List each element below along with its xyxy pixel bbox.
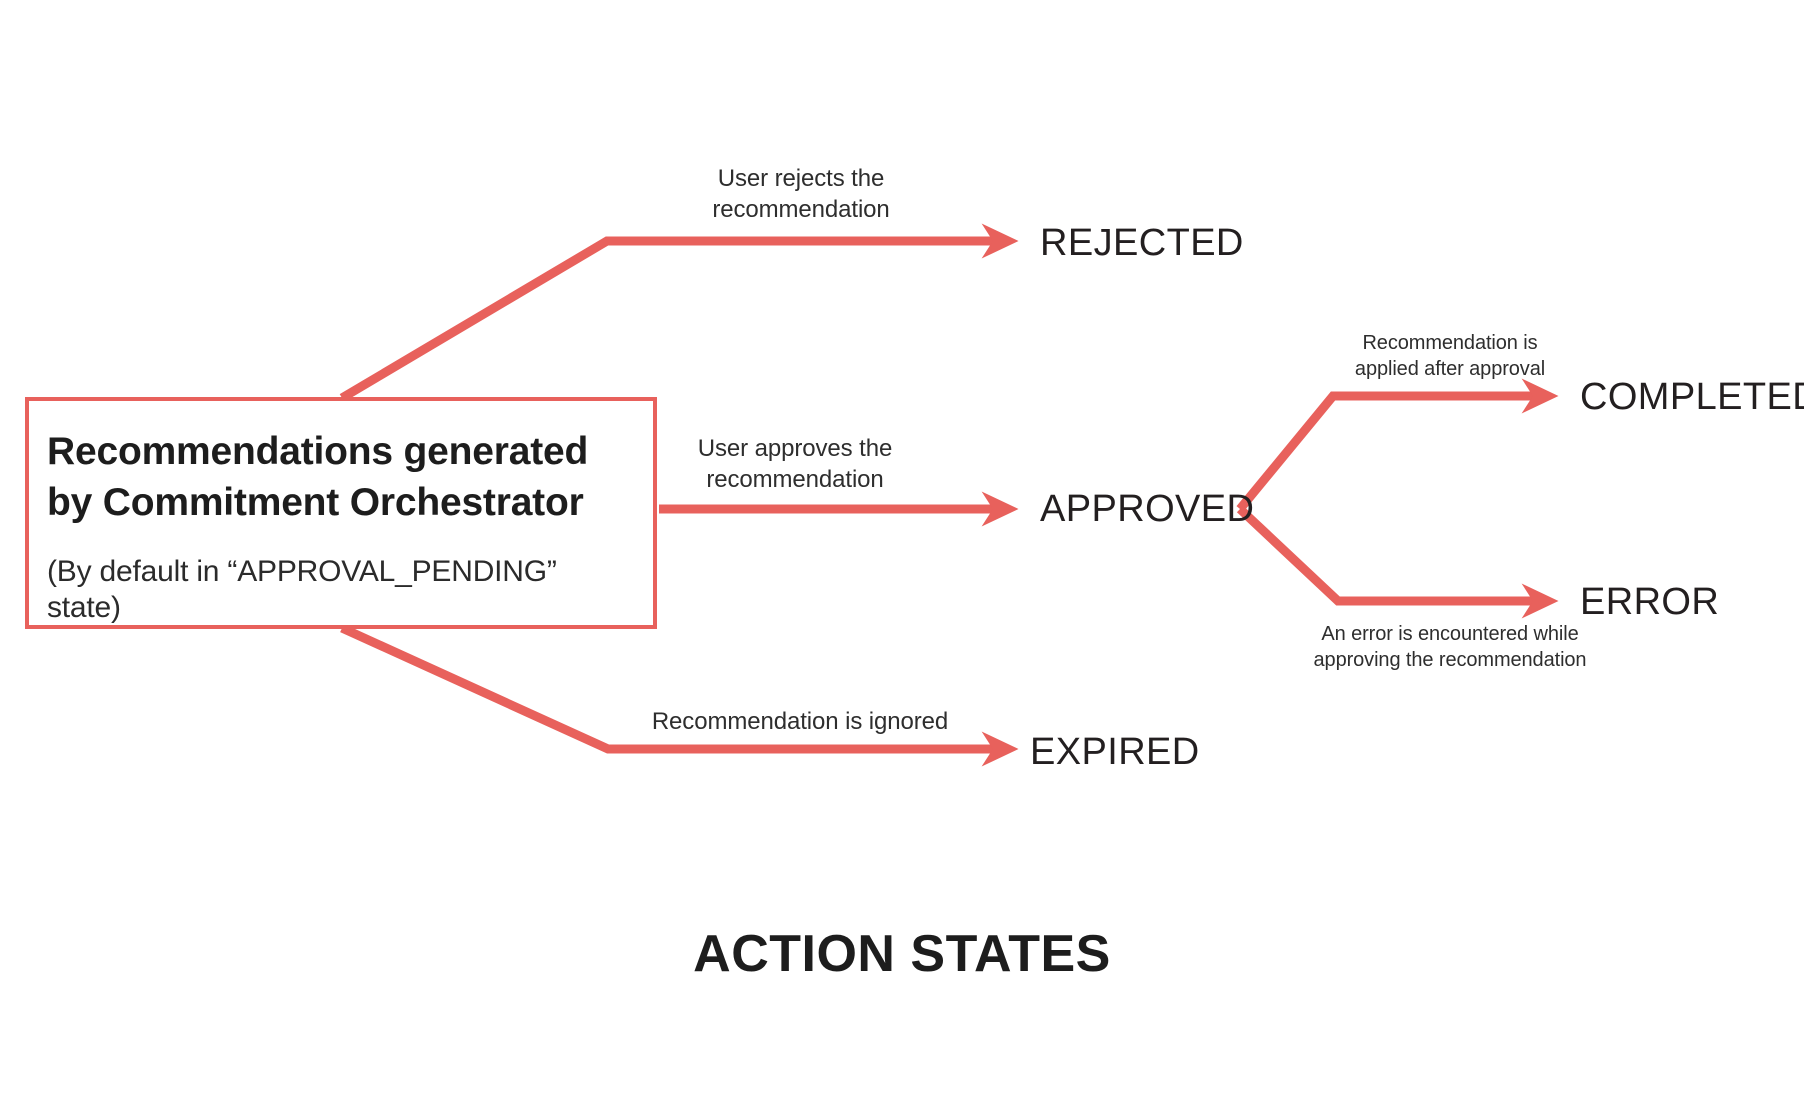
source-node-title: Recommendations generated by Commitment … bbox=[47, 430, 589, 524]
state-node-completed[interactable]: COMPLETED bbox=[1580, 376, 1804, 418]
edge-label-to-rejected: User rejects the recommendation bbox=[712, 165, 890, 224]
state-node-expired[interactable]: EXPIRED bbox=[1030, 731, 1200, 773]
edge-to-error bbox=[1236, 505, 1559, 619]
state-node-approved[interactable]: APPROVED bbox=[1040, 488, 1255, 530]
state-node-error[interactable]: ERROR bbox=[1580, 581, 1720, 623]
source-node-subtitle: (By default in “APPROVAL_PENDING” state) bbox=[47, 555, 557, 625]
edge-label-to-expired: Recommendation is ignored bbox=[651, 708, 949, 735]
edge-label-to-completed: Recommendation is applied after approval bbox=[1354, 332, 1546, 380]
edge-label-to-approved: User approves the recommendation bbox=[697, 435, 893, 494]
page-title: ACTION STATES bbox=[693, 925, 1111, 983]
edge-to-completed bbox=[1236, 378, 1559, 512]
edge-to-rejected bbox=[339, 223, 1019, 402]
state-node-rejected[interactable]: REJECTED bbox=[1040, 222, 1244, 264]
source-node[interactable]: Recommendations generated by Commitment … bbox=[25, 397, 657, 629]
edge-label-to-error: An error is encountered while approving … bbox=[1313, 623, 1587, 671]
